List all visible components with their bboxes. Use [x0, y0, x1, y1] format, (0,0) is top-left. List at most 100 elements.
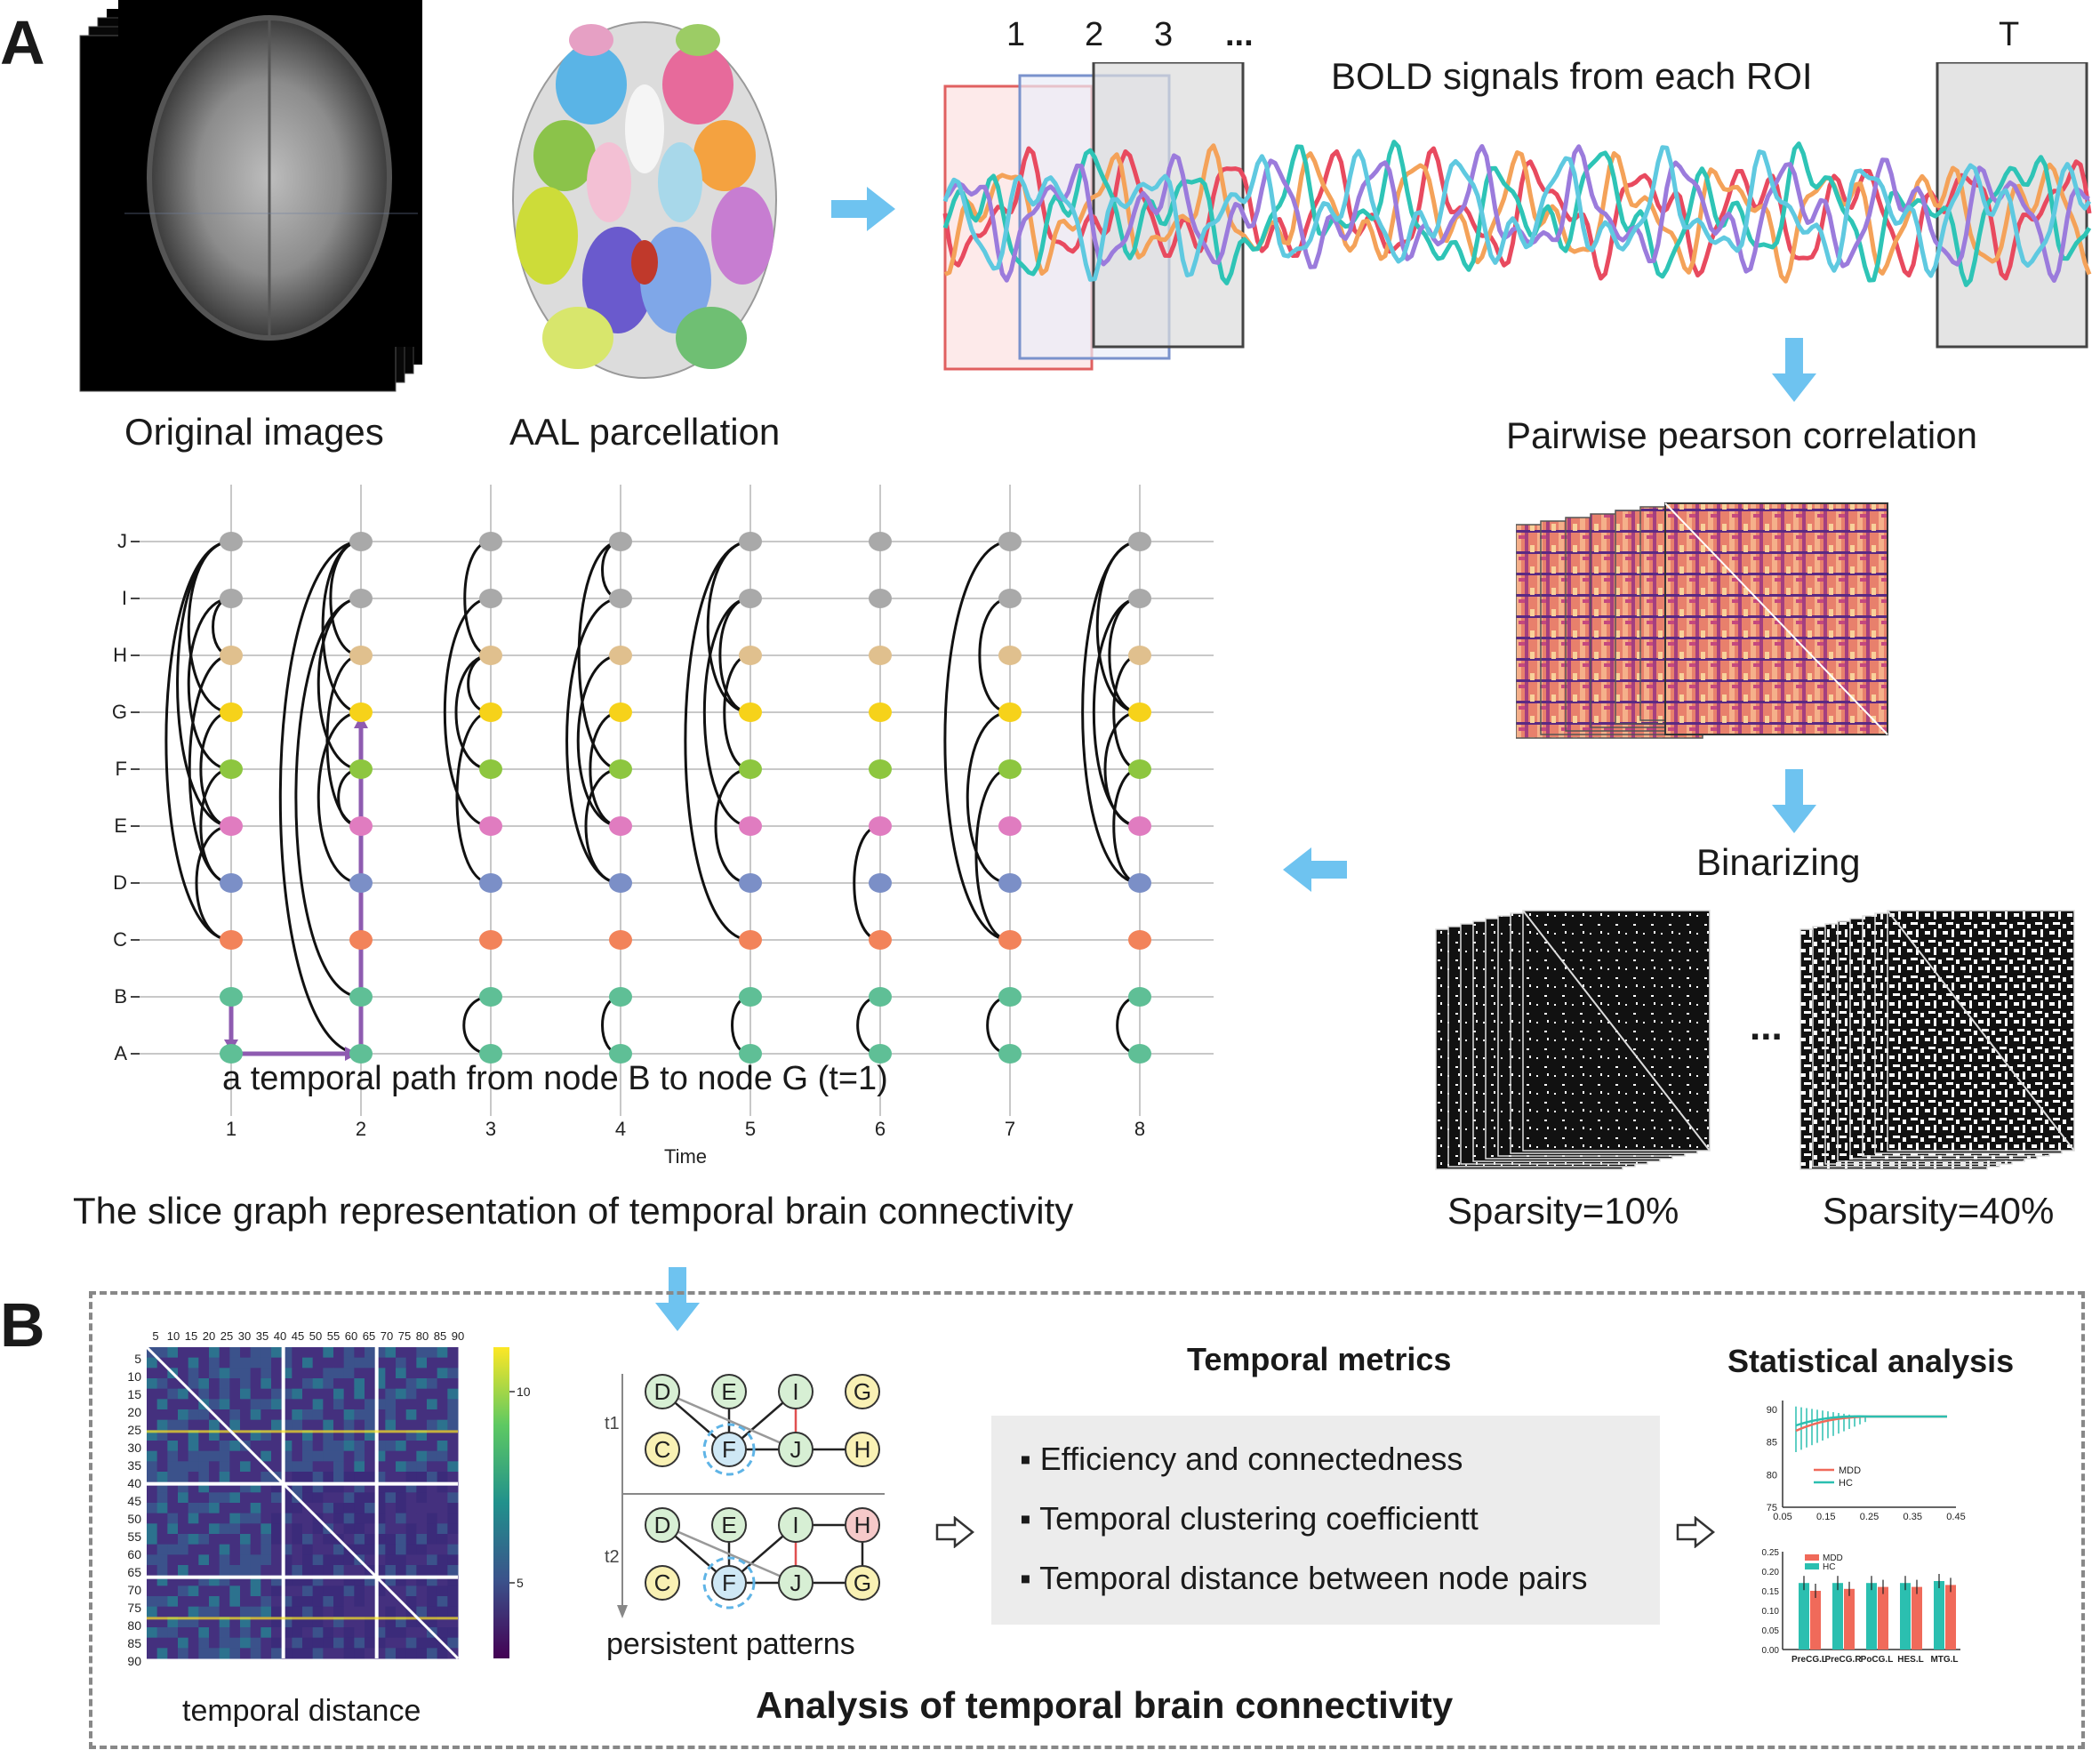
heatmap-xtick: 50 — [309, 1329, 322, 1343]
bar-chart-ytick: 0.00 — [1762, 1646, 1780, 1656]
connection-arc — [1103, 710, 1141, 828]
connection-arc — [1112, 767, 1141, 885]
node-I-t1 — [220, 589, 243, 608]
heatmap-xtick: 5 — [152, 1329, 158, 1343]
arrow-down-icon — [1772, 338, 1816, 402]
node-B-t5 — [739, 987, 762, 1007]
hollow-arrow-icon-2 — [1676, 1516, 1716, 1548]
pattern-node-J — [778, 1565, 814, 1601]
arrow-down-icon-2 — [1772, 769, 1816, 833]
connection-arc — [199, 710, 232, 828]
connection-arc — [1112, 654, 1141, 771]
node-F-t1 — [220, 759, 243, 779]
node-D-t3 — [479, 873, 502, 893]
heatmap-ytick: 70 — [127, 1583, 141, 1597]
bar-category-label: PreCG.L — [1791, 1655, 1827, 1665]
hc-bar — [1934, 1581, 1944, 1650]
pattern-node-H — [845, 1507, 880, 1543]
node-E-t8 — [1128, 816, 1151, 836]
line-chart-ytick: 85 — [1767, 1438, 1777, 1449]
colorbar-tick: 10 — [517, 1385, 531, 1399]
node-F-t2 — [349, 759, 373, 779]
hc-line — [1795, 1415, 1947, 1427]
node-B-t6 — [869, 987, 892, 1007]
node-G-t4 — [609, 702, 632, 722]
mdd-bar — [1945, 1585, 1956, 1650]
heatmap-ytick: 5 — [134, 1352, 141, 1366]
connection-arc — [329, 540, 362, 657]
bold-signals-plot — [942, 62, 2092, 371]
original-images-label: Original images — [124, 411, 384, 453]
node-label-B: B — [114, 985, 127, 1007]
node-H-t3 — [479, 646, 502, 665]
heatmap-ytick: 55 — [127, 1529, 141, 1544]
bar-chart-ytick: 0.10 — [1762, 1607, 1780, 1617]
connection-arc — [325, 654, 362, 828]
bold-signal-line — [942, 145, 2092, 282]
line-chart-xtick: 0.15 — [1816, 1512, 1835, 1522]
line-chart-xtick: 0.05 — [1773, 1512, 1791, 1522]
node-F-t5 — [739, 759, 762, 779]
mdd-bar — [1878, 1586, 1888, 1650]
mdd-bar — [1912, 1586, 1922, 1650]
node-D-t6 — [869, 873, 892, 893]
window-label-ellipsis: ... — [1225, 16, 1254, 53]
node-H-t2 — [349, 646, 373, 665]
connection-arc — [943, 540, 1011, 942]
connection-arc — [443, 597, 492, 828]
node-A-t6 — [869, 1044, 892, 1064]
connection-arc — [1095, 540, 1141, 714]
heatmap-ytick: 35 — [127, 1458, 141, 1473]
bar-legend-label: HC — [1823, 1562, 1835, 1572]
bar-category-label: PoCG.L — [1861, 1655, 1894, 1665]
line-chart-ytick: 75 — [1767, 1503, 1777, 1513]
connection-arc — [577, 540, 621, 771]
node-label-D: D — [113, 871, 127, 894]
pattern-node-label: E — [721, 1512, 736, 1538]
bar-chart-ytick: 0.25 — [1762, 1548, 1780, 1558]
heatmap-xtick: 60 — [345, 1329, 357, 1343]
node-label-H: H — [113, 644, 127, 666]
node-label-F: F — [116, 758, 127, 780]
heatmap-xtick: 10 — [167, 1329, 180, 1343]
pattern-node-label: C — [654, 1569, 671, 1596]
line-chart-xtick: 0.45 — [1946, 1512, 1965, 1522]
heatmap-ytick: 60 — [127, 1547, 141, 1561]
analysis-footer-title: Analysis of temporal brain connectivity — [756, 1684, 1454, 1726]
pattern-node-label: E — [721, 1378, 736, 1405]
arrow-left-icon — [1283, 847, 1347, 892]
pattern-node-label: G — [854, 1569, 871, 1596]
window-label-2: 2 — [1085, 16, 1104, 53]
node-F-t3 — [479, 759, 502, 779]
node-G-t6 — [869, 702, 892, 722]
heatmap-ytick: 90 — [127, 1654, 141, 1668]
binary-matrices — [1435, 910, 2075, 1170]
node-J-t8 — [1128, 532, 1151, 551]
node-label-E: E — [114, 815, 127, 837]
line-chart-xtick: 0.25 — [1860, 1512, 1879, 1522]
connection-arc — [684, 540, 751, 942]
heatmap-ytick: 25 — [127, 1423, 141, 1437]
node-I-t7 — [998, 589, 1022, 608]
time-label-4: 4 — [615, 1118, 626, 1140]
heatmap-xtick: 65 — [363, 1329, 375, 1343]
bar-chart-ytick: 0.20 — [1762, 1568, 1780, 1577]
window-label-1: 1 — [1006, 16, 1026, 53]
pattern-node-label: D — [654, 1512, 671, 1538]
node-C-t6 — [869, 930, 892, 950]
pattern-node-label: J — [790, 1569, 802, 1596]
node-C-t8 — [1128, 930, 1151, 950]
bar-category-label: HES.L — [1897, 1655, 1923, 1665]
metric-label: Temporal clustering coefficientt — [1039, 1500, 1479, 1537]
arrow-right-icon — [831, 187, 895, 231]
metric-label: Temporal distance between node pairs — [1039, 1560, 1588, 1596]
t2-label: t2 — [605, 1547, 620, 1567]
connection-arc — [195, 824, 232, 942]
pattern-node-label: J — [790, 1436, 802, 1463]
node-D-t2 — [349, 873, 373, 893]
node-D-t8 — [1128, 873, 1151, 893]
node-I-t2 — [349, 589, 373, 608]
connection-arc — [974, 767, 1011, 942]
bar-chart-ytick: 0.15 — [1762, 1587, 1780, 1597]
